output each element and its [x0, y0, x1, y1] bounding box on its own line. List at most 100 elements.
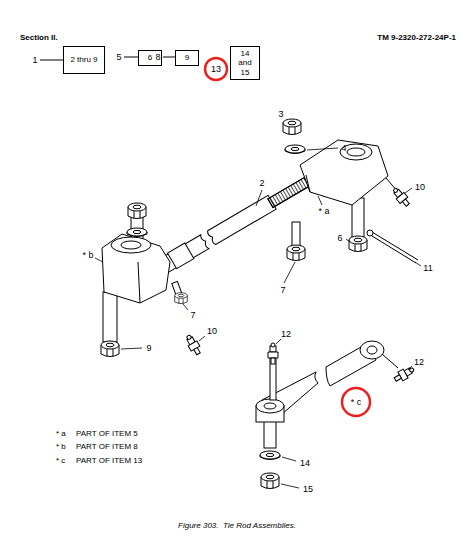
tie-rod-end [127, 228, 147, 237]
tie-rod-end [111, 237, 151, 253]
leader-line [256, 190, 262, 206]
highlight-circle [205, 58, 370, 416]
index-number: 2 thru 9 [70, 55, 97, 64]
leader-line [276, 339, 281, 344]
header-text: Section II. [20, 34, 58, 42]
callout-number: 12 [414, 358, 424, 367]
tie-rod-assembly [367, 346, 377, 354]
index-leader [124, 57, 138, 58]
tie-rod-assembly [264, 420, 276, 448]
leader-line [405, 188, 412, 193]
callout-number: 14 [300, 459, 310, 468]
tie-rod-assembly [360, 341, 384, 359]
tie-rod-end [372, 232, 418, 263]
tie-rod-end [306, 175, 310, 192]
callout-number: 4 [341, 144, 346, 153]
index-number: 6 [148, 53, 152, 62]
callout-number: 11 [423, 264, 432, 273]
leader-line [284, 262, 295, 283]
callout-number: 7 [190, 311, 195, 320]
tie-rod-assembly [264, 403, 276, 409]
tie-rod-end [175, 293, 188, 304]
callout-number: 8 [155, 53, 160, 62]
tie-rod-assembly [260, 451, 280, 460]
tie-rod-assembly [382, 354, 398, 368]
footnote: * b [56, 443, 66, 451]
callout-number: 1 [32, 56, 37, 65]
footnote: PART OF ITEM 13 [76, 457, 142, 465]
callout-number: 2 [259, 179, 264, 188]
tie-rod-assembly [393, 365, 416, 384]
header-text: TM 9-2320-272-24P-1 [377, 34, 456, 42]
callout-number: 15 [303, 485, 313, 494]
tie-rod-tube [155, 174, 311, 276]
leader-line [199, 336, 205, 341]
tie-rod-end [285, 145, 305, 154]
tie-rod-end [121, 241, 141, 249]
index-box: 2 thru 9 [63, 46, 105, 74]
callout-number: 12 [281, 330, 291, 339]
callout-number: * c [351, 398, 362, 407]
leader-line [281, 484, 299, 488]
leader-line [183, 304, 188, 310]
tie-rod-end [138, 262, 140, 303]
figure-caption: Figure 303. Tie Rod Assemblies. [178, 521, 296, 530]
highlight-circle [342, 388, 370, 416]
tie-rod-end [101, 341, 119, 357]
tie-rod-end [101, 203, 203, 357]
index-box: 14 and 15 [230, 46, 260, 80]
tie-rod-end [300, 140, 388, 205]
tie-rod-end [340, 144, 372, 160]
callout-number: 3 [278, 110, 283, 119]
leader-line [318, 196, 322, 205]
footnote: * c [56, 457, 65, 465]
callout-number: 7 [280, 286, 285, 295]
tie-rod-assembly [256, 341, 416, 489]
index-box: 9 [175, 50, 199, 66]
highlight-circle [205, 58, 227, 80]
tie-rod-end [128, 203, 146, 219]
tie-rod-assembly [326, 343, 376, 386]
tie-rod-end [287, 245, 305, 261]
tie-rod-end [102, 234, 170, 303]
callout-number: 9 [146, 344, 151, 353]
tie-rod-tube [268, 178, 309, 208]
tie-rod-end [184, 333, 203, 356]
tie-rod-tube [268, 178, 309, 208]
index-number: 14 and 15 [233, 49, 257, 77]
callout-number: 13 [211, 65, 221, 74]
callout-number: * b [82, 251, 93, 260]
tie-rod-end [103, 292, 117, 342]
leader-line [408, 366, 412, 370]
leader-line [121, 348, 142, 349]
tie-rod-end [292, 222, 300, 248]
tie-rod-tube [168, 243, 194, 269]
leader-line [415, 262, 421, 266]
tie-rod-end [347, 148, 365, 156]
leader-line [307, 148, 338, 150]
tie-rod-tube [207, 195, 277, 245]
tie-rod-assembly [261, 473, 279, 489]
tie-rod-end [283, 119, 418, 263]
tie-rod-end [283, 119, 301, 135]
callout-number: 10 [415, 183, 425, 192]
tie-rod-assembly [268, 343, 278, 364]
callout-number: * a [318, 207, 329, 216]
tie-rod-end [390, 186, 411, 209]
callout-number: 5 [116, 53, 121, 62]
tie-rod-end [367, 230, 373, 236]
index-leader [40, 60, 63, 61]
callout-number: 6 [337, 234, 342, 243]
index-number: 9 [185, 53, 189, 62]
footnote: * a [56, 430, 66, 438]
callout-number: 10 [207, 327, 217, 336]
tie-rod-end [349, 236, 367, 252]
footnote: PART OF ITEM 5 [76, 430, 138, 438]
tie-rod-assembly [256, 399, 284, 413]
leader-line [95, 148, 421, 488]
footnote: PART OF ITEM 8 [76, 443, 138, 451]
leader-line [282, 457, 296, 461]
